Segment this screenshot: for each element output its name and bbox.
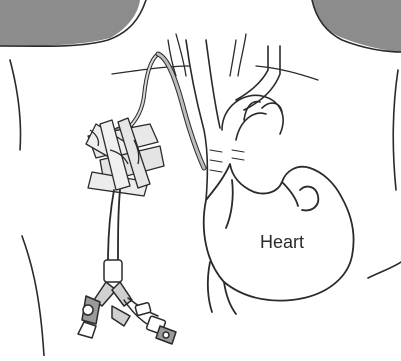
right-shoulder-shading: [312, 0, 401, 52]
catheter-hub: [94, 260, 132, 306]
extension-tubing: [108, 190, 120, 262]
lumen-connector-right: [112, 298, 176, 344]
dressing: [86, 118, 164, 196]
left-shoulder-shading: [0, 0, 140, 46]
lumen-connector-left: [78, 296, 100, 338]
clavicle-lines: [112, 34, 318, 80]
heart-label: Heart: [260, 232, 304, 252]
